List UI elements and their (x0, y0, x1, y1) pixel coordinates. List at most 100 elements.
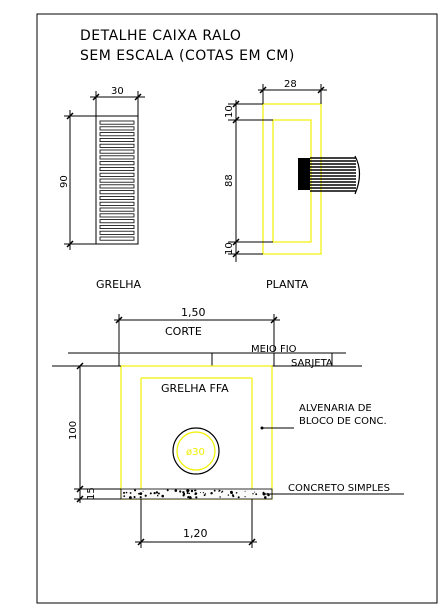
alvenaria-label-2: BLOCO DE CONC. (299, 416, 387, 427)
concrete-speck (194, 489, 196, 492)
concrete-speck (134, 496, 136, 499)
concrete-speck (254, 491, 256, 493)
grelha-bar (99, 201, 135, 206)
grelha-bar (99, 137, 135, 142)
concrete-speck (149, 492, 152, 495)
grelha-bars (99, 120, 135, 241)
concrete-speck (157, 492, 160, 495)
concrete-speck (186, 492, 189, 494)
grelha-bar (99, 213, 135, 218)
planta-label: PLANTA (266, 278, 309, 291)
concrete-speck (268, 494, 270, 496)
concreto-label: CONCRETO SIMPLES (288, 483, 390, 494)
concrete-speck (221, 490, 224, 492)
concrete-speck (123, 491, 125, 494)
concrete-speck (129, 496, 132, 499)
concrete-speck (237, 496, 240, 499)
grelha-bar (99, 178, 135, 183)
meio-fio-label: MEIO FIO (251, 344, 297, 355)
grelha-bar (99, 184, 135, 189)
concrete-hatch (123, 489, 270, 500)
corte-label: CORTE (165, 325, 202, 338)
concrete-speck (190, 489, 194, 493)
concrete-speck (202, 492, 204, 494)
planta-inner (272, 119, 312, 243)
grelha-ffa-label: GRELHA FFA (161, 382, 229, 395)
concrete-speck (218, 490, 220, 492)
concrete-speck (264, 496, 267, 499)
concrete-speck (123, 495, 126, 497)
grelha-bar (99, 155, 135, 160)
sarjeta-label: SARJETA (291, 358, 333, 369)
concrete-speck (189, 496, 192, 500)
concrete-speck (252, 493, 254, 495)
planta-view: 28 10 88 10 PLANTA (224, 79, 361, 291)
grelha-height-label: 90 (59, 175, 70, 188)
concrete-speck (161, 494, 164, 498)
concrete-speck (195, 496, 198, 499)
corte-bottom-width-label: 1,20 (183, 527, 208, 540)
planta-top-label: 10 (224, 105, 235, 118)
grelha-bar (99, 132, 135, 137)
grelha-bar (99, 195, 135, 200)
concrete-speck (179, 490, 182, 493)
grelha-bar (99, 172, 135, 177)
grelha-bar (99, 126, 135, 131)
corte-height-label: 100 (68, 421, 79, 440)
grelha-bar (99, 230, 135, 235)
pipe-outer-circle (172, 427, 220, 475)
pipe-inner-circle (176, 431, 216, 471)
concrete-speck (255, 493, 258, 496)
grelha-bar (99, 190, 135, 195)
grelha-bar (99, 207, 135, 212)
concrete-speck (125, 491, 128, 494)
grelha-bar (99, 219, 135, 224)
concrete-speck (235, 492, 238, 494)
concrete-speck (187, 496, 190, 499)
corte-view: 1,50 CORTE MEIO FIO SARJETA GRELHA FFA ø… (52, 306, 404, 548)
concrete-speck (210, 492, 213, 495)
concrete-speck (244, 490, 246, 492)
concrete-speck (129, 492, 132, 494)
planta-bottom-label: 10 (224, 242, 235, 255)
planta-pipe (298, 155, 361, 195)
concrete-speck (188, 492, 190, 495)
concrete-speck (174, 489, 178, 492)
pipe-flange (298, 158, 310, 190)
concrete-speck (232, 495, 235, 498)
alvenaria-label-1: ALVENARIA DE (299, 403, 372, 414)
concrete-speck (139, 496, 142, 499)
grelha-bar (99, 161, 135, 166)
concrete-speck (244, 496, 246, 498)
grelha-bar (99, 236, 135, 241)
title-line-2: SEM ESCALA (COTAS EM CM) (80, 48, 295, 64)
concrete-speck (134, 489, 136, 492)
concrete-speck (138, 492, 140, 495)
concrete-speck (230, 491, 233, 495)
concrete-speck (183, 492, 186, 496)
grelha-bar (99, 149, 135, 154)
grelha-bar (99, 120, 135, 125)
title-line-1: DETALHE CAIXA RALO (80, 28, 241, 44)
concrete-speck (142, 490, 144, 492)
concrete-speck (153, 492, 156, 495)
concrete-speck (144, 494, 147, 497)
drawing-frame (36, 13, 438, 604)
concrete-speck (194, 492, 198, 495)
concrete-speck (227, 494, 230, 496)
grelha-label: GRELHA (96, 278, 142, 291)
concrete-speck (166, 489, 169, 492)
concrete-speck (139, 492, 143, 495)
concrete-speck (186, 489, 190, 492)
concrete-speck (155, 491, 159, 494)
planta-middle-label: 88 (224, 174, 235, 187)
concrete-speck (219, 496, 221, 498)
concrete-speck (203, 494, 206, 497)
concrete-speck (157, 495, 159, 497)
grelha-outline (95, 115, 139, 245)
concrete-speck (204, 493, 207, 495)
concrete-speck (182, 491, 185, 494)
grelha-bar (99, 166, 135, 171)
concrete-speck (200, 492, 202, 493)
